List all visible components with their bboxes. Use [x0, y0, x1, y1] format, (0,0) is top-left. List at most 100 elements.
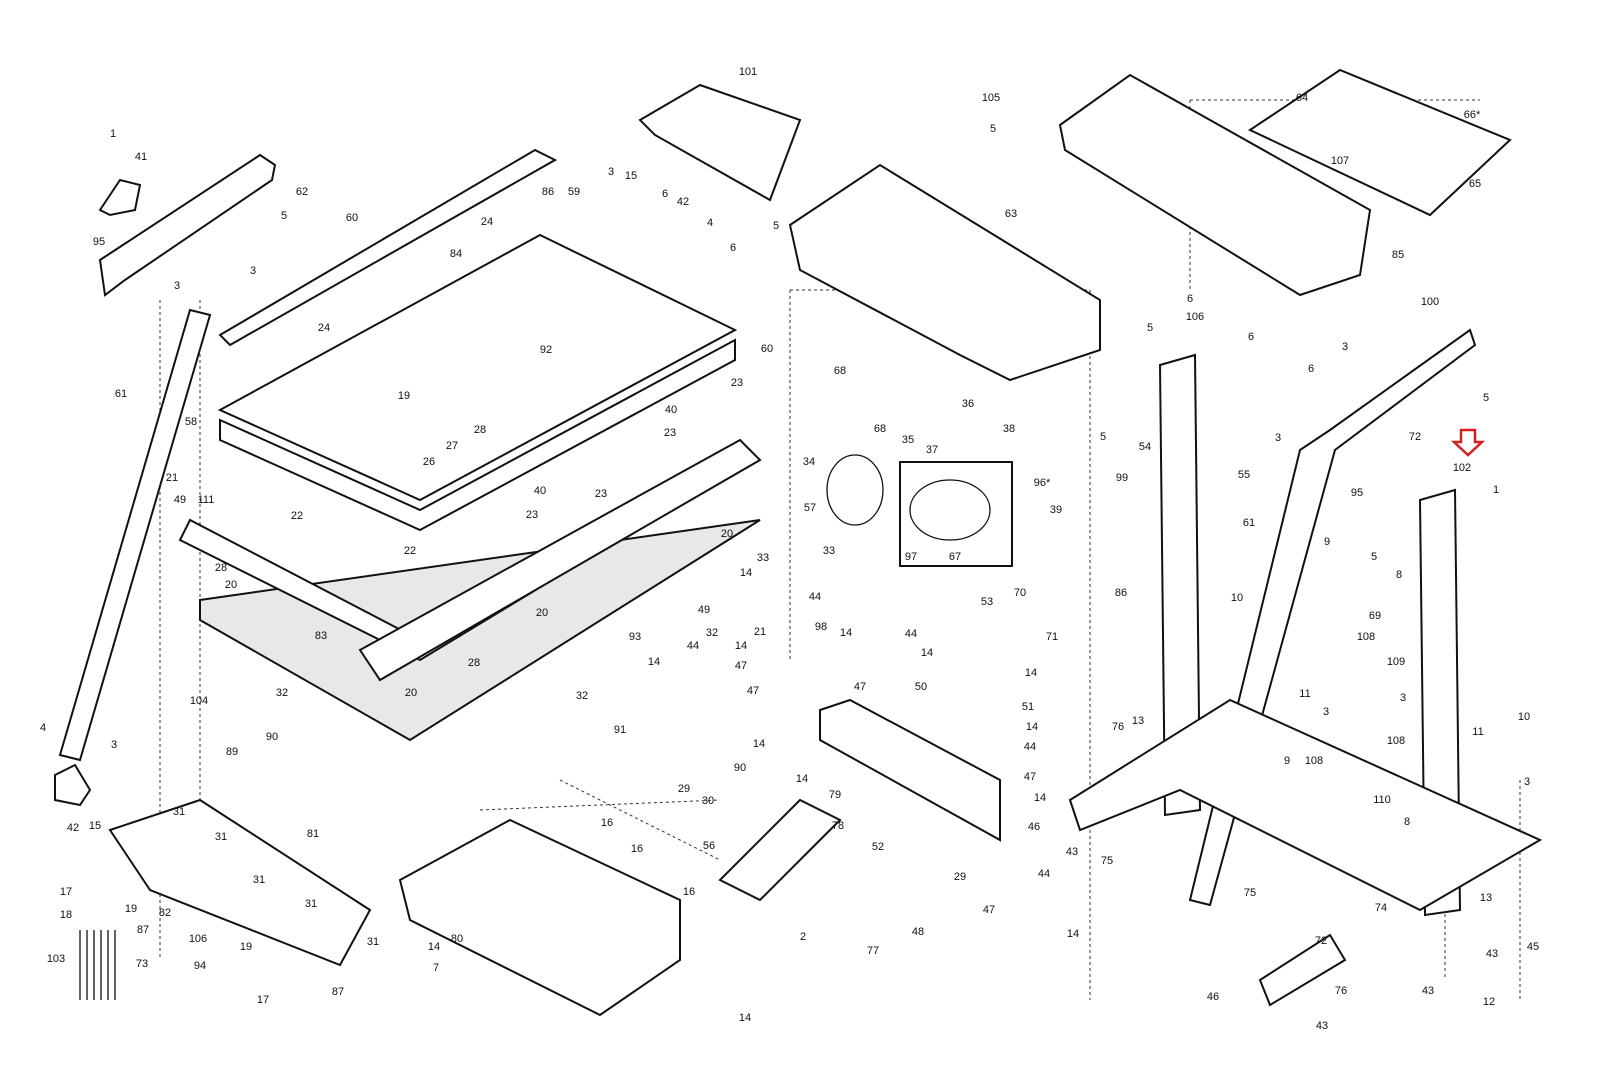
part-number-label: 100 [1421, 296, 1439, 308]
part-number-label: 86 [542, 186, 554, 198]
part-number-label: 87 [332, 986, 344, 998]
part-number-label: 42 [677, 196, 689, 208]
part-number-label: 23 [664, 427, 676, 439]
part-number-label: 46 [1207, 991, 1219, 1003]
part-number-label: 40 [665, 404, 677, 416]
part-number-label: 8 [1396, 569, 1402, 581]
part-number-label: 92 [540, 344, 552, 356]
part-number-label: 48 [912, 926, 924, 938]
part-number-label: 6 [1308, 363, 1314, 375]
part-number-label: 106 [189, 933, 207, 945]
part-number-label: 14 [740, 567, 752, 579]
part-number-label: 5 [281, 210, 287, 222]
part-number-label: 78 [832, 820, 844, 832]
part-number-label: 14 [921, 647, 933, 659]
part-number-label: 93 [629, 631, 641, 643]
part-number-label: 87 [137, 924, 149, 936]
part-number-label: 3 [1342, 341, 1348, 353]
part-number-label: 51 [1022, 701, 1034, 713]
part-number-label: 98 [815, 621, 827, 633]
part-number-label: 60 [761, 343, 773, 355]
part-number-label: 47 [735, 660, 747, 672]
part-number-label: 43 [1066, 846, 1078, 858]
part-number-label: 14 [796, 773, 808, 785]
part-number-label: 5 [773, 220, 779, 232]
part-number-label: 18 [60, 909, 72, 921]
part-number-label: 44 [1024, 741, 1036, 753]
part-number-label: 3 [111, 739, 117, 751]
part-number-label: 69 [1369, 610, 1381, 622]
part-number-label: 19 [125, 903, 137, 915]
part-number-label: 36 [962, 398, 974, 410]
part-number-label: 44 [1038, 868, 1050, 880]
part-number-label: 6 [1187, 293, 1193, 305]
part-number-label: 15 [625, 170, 637, 182]
part-number-label: 111 [198, 494, 215, 506]
part-number-label: 19 [240, 941, 252, 953]
part-number-label: 7 [433, 962, 439, 974]
part-number-label: 108 [1387, 735, 1405, 747]
part-number-label: 75 [1101, 855, 1113, 867]
part-number-label: 102 [1453, 462, 1471, 474]
highlight-arrow-part-102 [1450, 428, 1486, 457]
part-number-label: 3 [1400, 692, 1406, 704]
part-number-label: 14 [1026, 721, 1038, 733]
part-number-label: 10 [1518, 711, 1530, 723]
drive-assembly [718, 454, 1013, 902]
part-number-label: 32 [706, 627, 718, 639]
part-number-label: 39 [1050, 504, 1062, 516]
part-number-label: 44 [687, 640, 699, 652]
part-number-label: 95 [93, 236, 105, 248]
part-number-label: 103 [47, 953, 65, 965]
part-number-label: 26 [423, 456, 435, 468]
part-number-label: 28 [215, 562, 227, 574]
part-number-label: 99 [1116, 472, 1128, 484]
part-number-label: 22 [404, 545, 416, 557]
part-number-label: 77 [867, 945, 879, 957]
part-number-label: 43 [1486, 948, 1498, 960]
part-number-label: 14 [753, 738, 765, 750]
part-number-label: 23 [595, 488, 607, 500]
part-number-label: 43 [1316, 1020, 1328, 1032]
part-number-label: 108 [1357, 631, 1375, 643]
part-number-label: 95 [1351, 487, 1363, 499]
part-number-label: 106 [1186, 311, 1204, 323]
part-number-label: 5 [990, 123, 996, 135]
part-number-label: 66* [1464, 109, 1481, 121]
part-number-label: 46 [1028, 821, 1040, 833]
part-number-label: 23 [731, 377, 743, 389]
part-number-label: 29 [678, 783, 690, 795]
part-number-label: 22 [291, 510, 303, 522]
part-number-label: 6 [662, 188, 668, 200]
part-number-label: 9 [1324, 536, 1330, 548]
part-number-label: 5 [1371, 551, 1377, 563]
part-number-label: 76 [1112, 721, 1124, 733]
part-number-label: 76 [1335, 985, 1347, 997]
part-number-label: 14 [1067, 928, 1079, 940]
part-number-label: 16 [683, 886, 695, 898]
part-number-label: 14 [1034, 792, 1046, 804]
part-number-label: 49 [174, 494, 186, 506]
part-number-label: 75 [1244, 887, 1256, 899]
part-number-label: 28 [474, 424, 486, 436]
part-number-label: 12 [1483, 996, 1495, 1008]
part-number-label: 65 [1469, 178, 1481, 190]
part-number-label: 6 [730, 242, 736, 254]
part-number-label: 47 [854, 681, 866, 693]
part-number-label: 73 [136, 958, 148, 970]
part-number-label: 35 [902, 434, 914, 446]
part-number-label: 3 [1524, 776, 1530, 788]
part-number-label: 57 [804, 502, 816, 514]
part-number-label: 41 [135, 151, 147, 163]
part-number-label: 33 [823, 545, 835, 557]
part-number-label: 16 [631, 843, 643, 855]
part-number-label: 32 [576, 690, 588, 702]
part-number-label: 107 [1331, 155, 1349, 167]
part-number-label: 40 [534, 485, 546, 497]
part-number-label: 3 [1275, 432, 1281, 444]
motor-hood [638, 83, 1101, 382]
part-number-label: 23 [526, 509, 538, 521]
part-number-label: 31 [215, 831, 227, 843]
part-number-label: 53 [981, 596, 993, 608]
